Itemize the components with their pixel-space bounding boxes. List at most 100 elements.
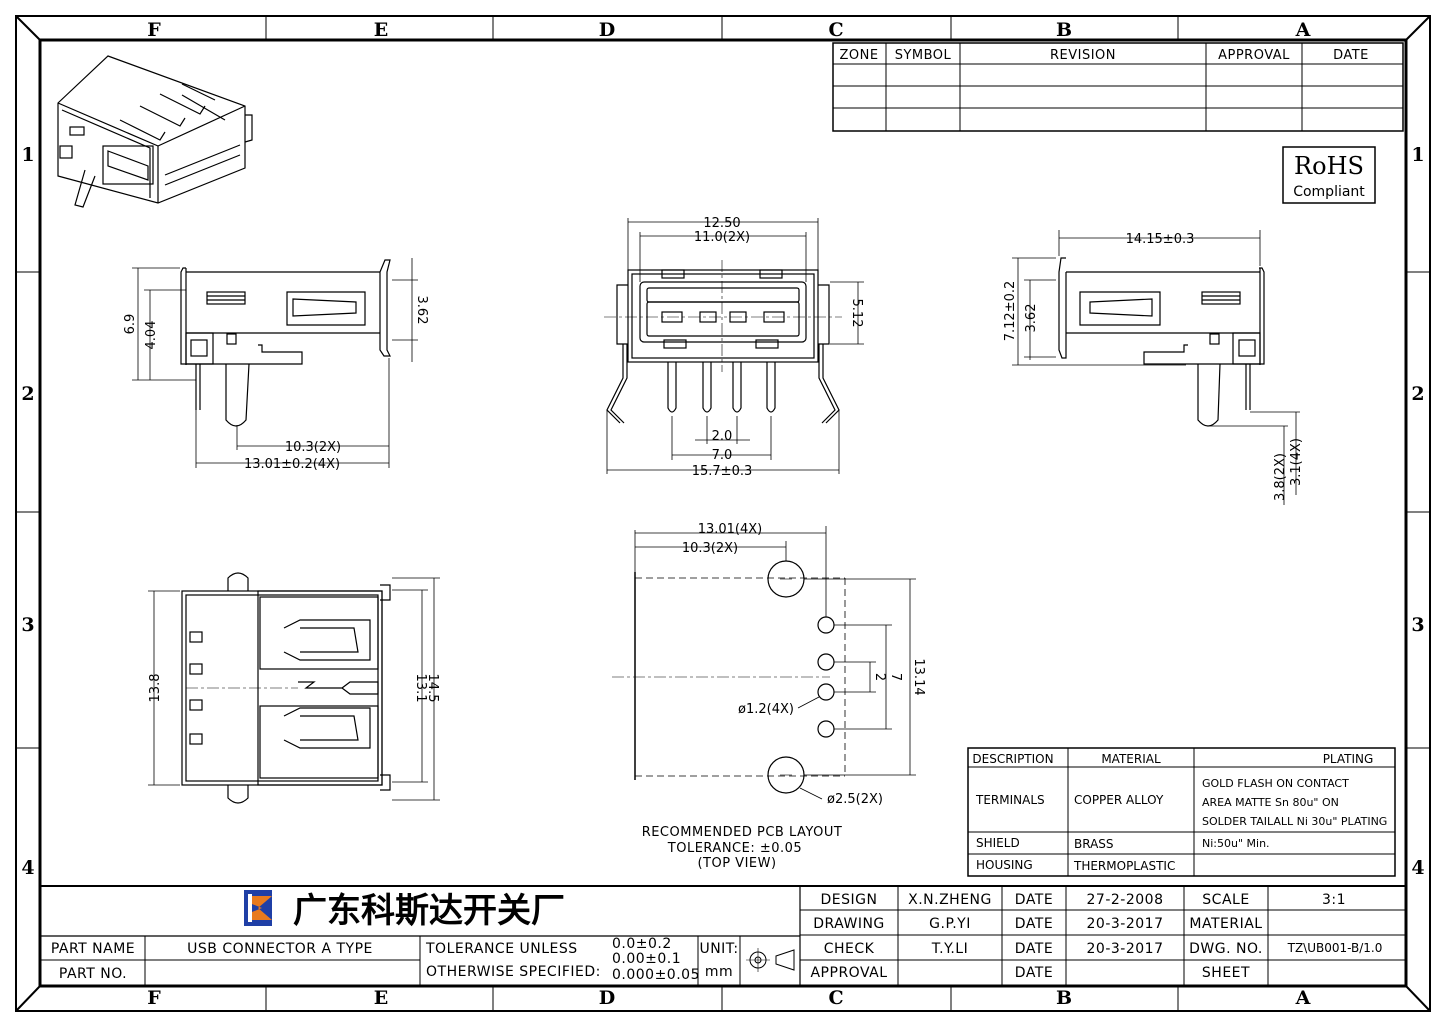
rev-header-date: DATE xyxy=(1333,48,1369,63)
dim-10.3-2x-pcb: 10.3(2X) xyxy=(682,541,738,556)
mat-terminals-plating: SOLDER TAILALL Ni 30u" PLATING xyxy=(1202,815,1387,828)
zone-row-right: 2 xyxy=(1411,383,1424,405)
rev-header-approval: APPROVAL xyxy=(1218,48,1290,63)
tolerance-line2: OTHERWISE SPECIFIED: xyxy=(426,964,601,980)
zone-col-bottom: A xyxy=(1295,987,1311,1009)
material-label: MATERIAL xyxy=(1189,916,1262,932)
zone-col-top: B xyxy=(1056,19,1072,41)
dim-15.7: 15.7±0.3 xyxy=(692,464,753,479)
scale-label: SCALE xyxy=(1202,892,1249,908)
part-name-value: USB CONNECTOR A TYPE xyxy=(187,941,373,957)
check-name: T.Y.LI xyxy=(931,941,968,957)
zone-col-bottom: C xyxy=(828,987,843,1009)
rohs-stamp: RoHS Compliant xyxy=(1282,146,1376,204)
mat-housing-desc: HOUSING xyxy=(976,858,1033,872)
company-logo xyxy=(244,890,272,926)
rohs-subtitle: Compliant xyxy=(1293,184,1365,200)
zone-col-bottom: D xyxy=(599,987,615,1009)
tolerance-line1: TOLERANCE UNLESS xyxy=(425,941,578,957)
dim-13.8: 13.8 xyxy=(148,674,163,703)
revision-table: ZONE SYMBOL REVISION APPROVAL DATE xyxy=(832,42,1404,132)
dim-13.01-4x-pcb: 13.01(4X) xyxy=(698,522,763,537)
zone-row-right: 1 xyxy=(1411,144,1424,166)
title-block: 广东科斯达开关厂 PART NAME USB CONNECTOR A TYPE … xyxy=(40,885,1406,986)
zone-col-bottom: B xyxy=(1056,987,1072,1009)
bottom-view-dims: 13.8 13.1 14.5 xyxy=(148,577,440,801)
dim-2.0: 2.0 xyxy=(712,429,733,444)
rohs-title: RoHS xyxy=(1294,152,1364,180)
front-view xyxy=(604,260,842,424)
mat-shield-material: BRASS xyxy=(1074,837,1114,851)
mat-terminals-plating: GOLD FLASH ON CONTACT xyxy=(1202,777,1349,790)
material-table: DESCRIPTION MATERIAL PLATING TERMINALS C… xyxy=(967,747,1396,877)
zone-col-top: A xyxy=(1295,19,1311,41)
sheet-label: SHEET xyxy=(1202,965,1250,981)
dim-12.50: 12.50 xyxy=(703,216,740,231)
dim-hole-1.2: ø1.2(4X) xyxy=(738,702,794,717)
dim-13.14-pcb: 13.14 xyxy=(911,658,926,695)
drawing-label: DRAWING xyxy=(813,916,885,932)
dwg-no-label: DWG. NO. xyxy=(1189,941,1263,957)
dim-3.62: 3.62 xyxy=(414,296,429,325)
zone-row-left: 4 xyxy=(21,857,34,879)
rev-header-zone: ZONE xyxy=(839,48,878,63)
rev-header-revision: REVISION xyxy=(1050,48,1116,63)
zone-row-right: 3 xyxy=(1411,614,1424,636)
zone-col-top: C xyxy=(828,19,843,41)
mat-housing-material: THERMOPLASTIC xyxy=(1073,859,1175,873)
pcb-layout-dims: 13.01(4X) 10.3(2X) 2 7 13.14 ø1.2(4X) ø2… xyxy=(634,522,926,807)
scale-value: 3:1 xyxy=(1322,892,1346,908)
dim-hole-2.5: ø2.5(2X) xyxy=(827,792,883,807)
check-label: CHECK xyxy=(824,941,875,957)
zone-row-left: 3 xyxy=(21,614,34,636)
dim-7-pcb: 7 xyxy=(888,673,903,681)
dim-11.0-2x: 11.0(2X) xyxy=(694,230,750,245)
dim-14.5: 14.5 xyxy=(425,674,440,703)
dim-2-pcb: 2 xyxy=(872,673,887,681)
part-name-label: PART NAME xyxy=(51,941,135,957)
rev-header-symbol: SYMBOL xyxy=(895,48,952,63)
dim-14.15: 14.15±0.3 xyxy=(1126,232,1195,247)
dim-7.12: 7.12±0.2 xyxy=(1003,281,1018,342)
design-date-label: DATE xyxy=(1015,892,1053,908)
zone-row-right: 4 xyxy=(1411,857,1424,879)
dim-3.62-right: 3.62 xyxy=(1024,304,1039,333)
mat-header-plating: PLATING xyxy=(1323,752,1374,766)
bottom-view xyxy=(181,572,391,804)
zone-row-left: 2 xyxy=(21,383,34,405)
dwg-no-value: TZ\UB001-B/1.0 xyxy=(1287,941,1383,955)
zone-col-bottom: F xyxy=(147,987,161,1009)
side-view-right-dims: 14.15±0.3 7.12±0.2 3.62 3.8(2X) 3.1(4X) xyxy=(1003,230,1304,505)
tolerance-2: 0.00±0.1 xyxy=(612,951,681,967)
design-date: 27-2-2008 xyxy=(1087,892,1164,908)
check-date: 20-3-2017 xyxy=(1087,941,1164,957)
dim-3.8-2x: 3.8(2X) xyxy=(1273,453,1288,501)
dim-4.04: 4.04 xyxy=(144,321,159,350)
drawing-date: 20-3-2017 xyxy=(1087,916,1164,932)
dim-7.0: 7.0 xyxy=(712,448,733,463)
unit-label: UNIT: xyxy=(699,941,738,957)
dim-3.1-4x: 3.1(4X) xyxy=(1289,438,1304,486)
zone-col-top: F xyxy=(147,19,161,41)
pcb-note-line3: (TOP VIEW) xyxy=(697,856,776,871)
company-name: 广东科斯达开关厂 xyxy=(293,891,565,931)
drawing-name: G.P.YI xyxy=(929,916,971,932)
isometric-view xyxy=(57,55,253,208)
zone-col-bottom: E xyxy=(374,987,388,1009)
side-view-right xyxy=(1058,257,1265,427)
side-view-left-dims: 6.9 4.04 3.62 10.3(2X) 13.01±0.2(4X) xyxy=(123,258,429,472)
drawing-frame xyxy=(15,15,1431,1012)
zone-col-top: E xyxy=(374,19,388,41)
dim-13.01-4x: 13.01±0.2(4X) xyxy=(244,457,340,472)
zone-col-top: D xyxy=(599,19,615,41)
mat-terminals-desc: TERMINALS xyxy=(975,793,1045,807)
mat-terminals-plating: AREA MATTE Sn 80u" ON xyxy=(1202,796,1339,809)
pcb-note-line1: RECOMMENDED PCB LAYOUT xyxy=(642,825,843,840)
approval-label: APPROVAL xyxy=(810,965,887,981)
design-name: X.N.ZHENG xyxy=(908,892,992,908)
dim-10.3-2x: 10.3(2X) xyxy=(285,440,341,455)
unit-value: mm xyxy=(705,964,733,980)
zone-row-left: 1 xyxy=(21,144,34,166)
dim-13.1: 13.1 xyxy=(413,674,428,703)
mat-shield-plating: Ni:50u" Min. xyxy=(1202,837,1270,850)
